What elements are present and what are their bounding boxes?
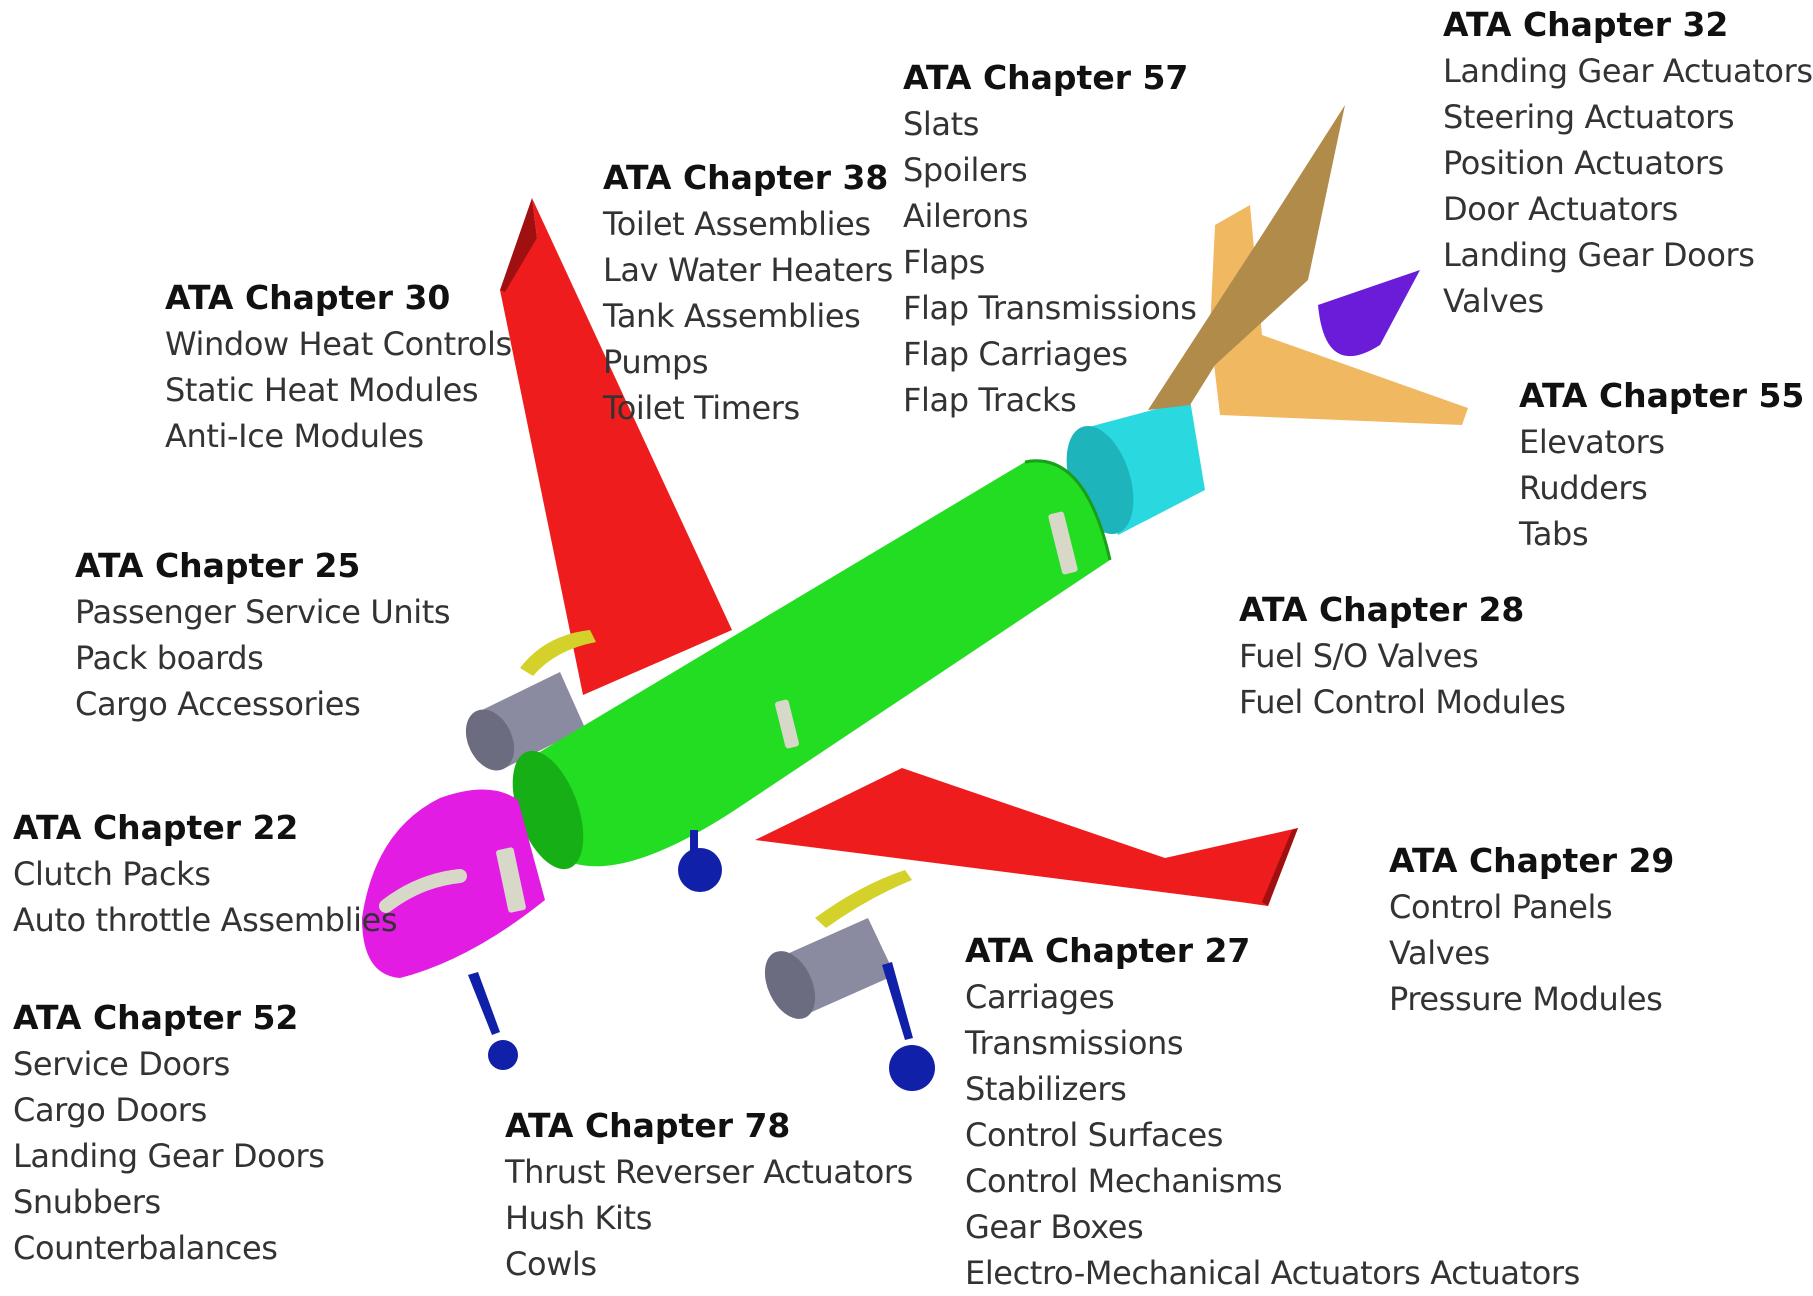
right-winglet	[1262, 828, 1298, 906]
ata-chapter-57-item: Ailerons	[903, 197, 1029, 235]
left-winglet	[500, 198, 537, 292]
ata-chapter-52-title: ATA Chapter 52	[13, 998, 299, 1037]
ata-chapter-38-item: Toilet Assemblies	[603, 205, 871, 243]
ata-chapter-55-item: Rudders	[1519, 469, 1648, 507]
ata-chapter-29-item: Valves	[1389, 934, 1490, 972]
ata-chapter-57-item: Flap Tracks	[903, 381, 1077, 419]
ata-chapter-22-item: Clutch Packs	[13, 855, 211, 893]
ata-chapter-52-item: Service Doors	[13, 1045, 230, 1083]
ata-chapter-27-group: ATA Chapter 27 Carriages Transmissions S…	[965, 928, 1580, 1296]
ata-chapter-25-item: Passenger Service Units	[75, 593, 451, 631]
ata-chapter-27-item: Gear Boxes	[965, 1208, 1144, 1246]
right-pylon	[815, 870, 912, 928]
ata-chapter-27-item: Stabilizers	[965, 1070, 1127, 1108]
ata-chapter-78-item: Cowls	[505, 1245, 597, 1283]
ata-chapter-30-title: ATA Chapter 30	[165, 278, 451, 317]
ata-chapter-28-item: Fuel Control Modules	[1239, 683, 1566, 721]
ata-chapter-57-item: Flap Carriages	[903, 335, 1128, 373]
ata-chapter-27-item: Control Surfaces	[965, 1116, 1224, 1154]
ata-chapter-38-item: Pumps	[603, 343, 709, 381]
ata-chapter-57-item: Spoilers	[903, 151, 1028, 189]
ata-chapter-30-item: Window Heat Controls	[165, 325, 512, 363]
ata-chapter-29-title: ATA Chapter 29	[1389, 841, 1675, 880]
ata-chapter-22-title: ATA Chapter 22	[13, 808, 299, 847]
ata-chapter-38-item: Toilet Timers	[603, 389, 800, 427]
ata-chapter-27-title: ATA Chapter 27	[965, 931, 1251, 970]
ata-chapter-32-item: Valves	[1443, 282, 1544, 320]
ata-chapter-52-item: Counterbalances	[13, 1229, 278, 1267]
right-wing	[755, 768, 1298, 906]
ata-chapter-52-item: Snubbers	[13, 1183, 161, 1221]
ata-chapter-57-title: ATA Chapter 57	[903, 58, 1189, 97]
ata-chapter-27-item: Control Mechanisms	[965, 1162, 1283, 1200]
ata-chapter-38-group: ATA Chapter 38 Toilet Assemblies Lav Wat…	[603, 155, 893, 431]
ata-chapter-28-item: Fuel S/O Valves	[1239, 637, 1479, 675]
ata-chapter-38-title: ATA Chapter 38	[603, 158, 889, 197]
ata-chapter-30-item: Static Heat Modules	[165, 371, 479, 409]
ata-chapter-57-item: Flap Transmissions	[903, 289, 1197, 327]
ata-chapter-28-title: ATA Chapter 28	[1239, 590, 1525, 629]
ata-chapter-27-item: Transmissions	[965, 1024, 1184, 1062]
ata-chapter-32-title: ATA Chapter 32	[1443, 5, 1729, 44]
ata-chapter-38-item: Tank Assemblies	[603, 297, 861, 335]
ata-chapter-29-item: Control Panels	[1389, 888, 1613, 926]
ata-chapter-25-title: ATA Chapter 25	[75, 546, 361, 585]
ata-chapter-30-item: Anti-Ice Modules	[165, 417, 424, 455]
ata-chapter-32-item: Landing Gear Doors	[1443, 236, 1755, 274]
ata-chapter-22-item: Auto throttle Assemblies	[13, 901, 398, 939]
ata-chapter-57-item: Slats	[903, 105, 980, 143]
ata-chapter-55-item: Tabs	[1519, 515, 1589, 553]
ata-chapter-55-item: Elevators	[1519, 423, 1665, 461]
ata-chapter-52-group: ATA Chapter 52 Service Doors Cargo Doors…	[13, 995, 325, 1271]
ata-chapter-25-group: ATA Chapter 25 Passenger Service Units P…	[75, 543, 451, 727]
ata-chapter-55-title: ATA Chapter 55	[1519, 376, 1805, 415]
ata-chapter-57-item: Flaps	[903, 243, 985, 281]
horizontal-stabilizer	[1210, 205, 1468, 425]
fuselage	[518, 460, 1110, 867]
left-pylon	[520, 630, 596, 676]
left-wing	[500, 198, 732, 695]
ata-chapter-38-item: Lav Water Heaters	[603, 251, 893, 289]
apu-cone	[1318, 270, 1420, 357]
landing-gear	[468, 830, 935, 1091]
left-engine	[465, 672, 585, 771]
ata-chapter-30-group: ATA Chapter 30 Window Heat Controls Stat…	[165, 275, 512, 459]
ata-chapter-78-item: Hush Kits	[505, 1199, 652, 1237]
ata-chapter-27-item: Electro-Mechanical Actuators Actuators	[965, 1254, 1580, 1292]
ata-chapter-32-item: Landing Gear Actuators	[1443, 52, 1813, 90]
vertical-stabilizer	[1148, 105, 1345, 410]
ata-chapter-52-item: Cargo Doors	[13, 1091, 207, 1129]
ata-chapter-32-item: Position Actuators	[1443, 144, 1724, 182]
ata-chapter-25-item: Cargo Accessories	[75, 685, 361, 723]
ata-chapter-29-group: ATA Chapter 29 Control Panels Valves Pre…	[1389, 838, 1674, 1022]
right-engine	[764, 918, 895, 1019]
ata-chapter-28-group: ATA Chapter 28 Fuel S/O Valves Fuel Cont…	[1239, 587, 1566, 725]
ata-chapter-55-group: ATA Chapter 55 Elevators Rudders Tabs	[1519, 373, 1804, 557]
ata-chapter-78-group: ATA Chapter 78 Thrust Reverser Actuators…	[505, 1103, 913, 1287]
ata-chapter-78-item: Thrust Reverser Actuators	[505, 1153, 913, 1191]
ata-chapter-52-item: Landing Gear Doors	[13, 1137, 325, 1175]
ata-chapter-32-group: ATA Chapter 32 Landing Gear Actuators St…	[1443, 2, 1813, 324]
ata-chapter-57-group: ATA Chapter 57 Slats Spoilers Ailerons F…	[903, 55, 1197, 423]
ata-chapter-25-item: Pack boards	[75, 639, 264, 677]
ata-chapter-29-item: Pressure Modules	[1389, 980, 1663, 1018]
ata-chapter-32-item: Door Actuators	[1443, 190, 1678, 228]
ata-chapter-32-item: Steering Actuators	[1443, 98, 1735, 136]
ata-chapter-27-item: Carriages	[965, 978, 1115, 1016]
ata-chapter-78-title: ATA Chapter 78	[505, 1106, 791, 1145]
ata-chapter-22-group: ATA Chapter 22 Clutch Packs Auto throttl…	[13, 805, 398, 943]
